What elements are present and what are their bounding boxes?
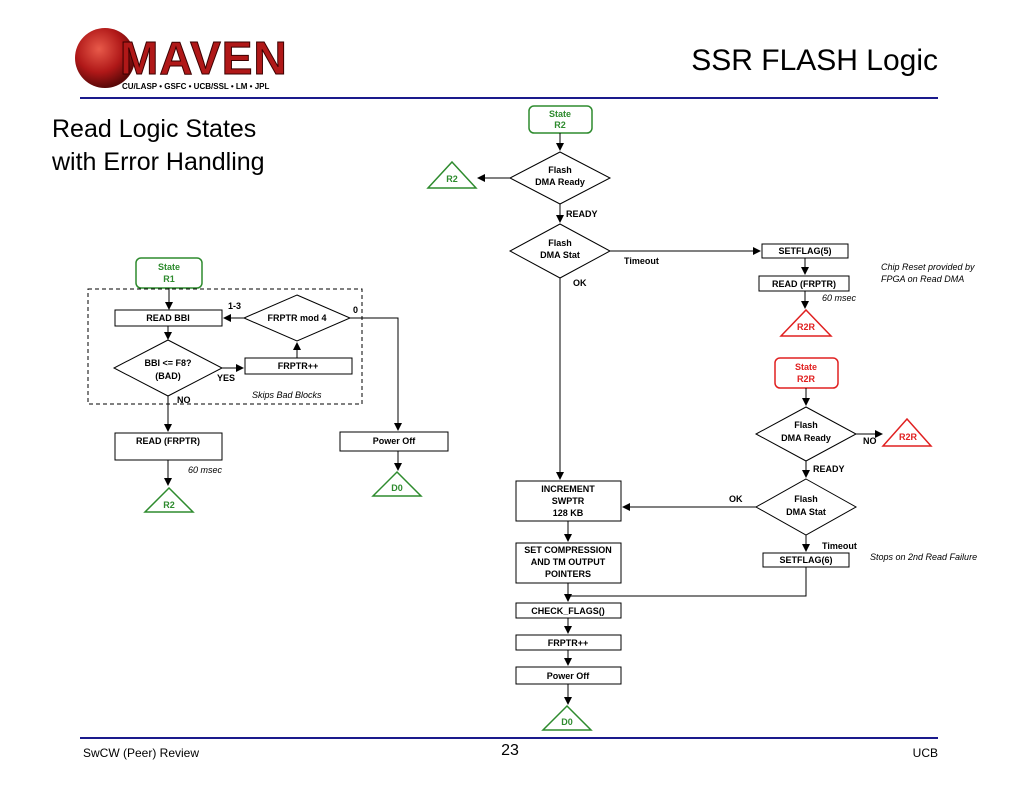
set-compression-box <box>515 542 622 584</box>
frptr-inc-box <box>244 357 353 375</box>
frptr-inc-label: FRPTR++ <box>278 361 319 371</box>
bbi-line2: (BAD) <box>155 371 181 381</box>
frptr-mod4-label: FRPTR mod 4 <box>267 313 326 323</box>
r2-terminal-right <box>426 160 478 189</box>
dma-stat2-line1: Flash <box>794 494 818 504</box>
setcomp-line3: POINTERS <box>545 569 591 579</box>
r2-terminal-right-label: R2 <box>446 174 458 184</box>
dma-stat-line1: Flash <box>548 238 572 248</box>
read-frptr-right-label: READ (FRPTR) <box>772 279 836 289</box>
setflag6-label: SETFLAG(6) <box>780 555 833 565</box>
dma-stat-line2: DMA Stat <box>540 250 580 260</box>
dma-ready2-line2: DMA Ready <box>781 433 831 443</box>
label-0: 0 <box>353 305 358 315</box>
delay-note-left: 60 msec <box>188 465 223 475</box>
chip-reset-note-line2: FPGA on Read DMA <box>881 274 964 284</box>
header-rule <box>80 97 938 99</box>
frptr-mod4-diamond <box>242 294 352 342</box>
power-off-box-left <box>339 431 449 452</box>
r2r-terminal-1-label: R2R <box>797 322 816 332</box>
state-r1-line2: R1 <box>163 274 175 284</box>
state-r2-line2: R2 <box>554 120 566 130</box>
footer-rule <box>80 737 938 739</box>
skips-bad-blocks-note: Skips Bad Blocks <box>252 390 322 400</box>
right-flowchart: State R2 Flash DMA Ready R2 READY Flash … <box>426 105 977 731</box>
bbi-check-diamond <box>112 339 224 397</box>
d0-terminal-right <box>541 704 593 731</box>
footer-left: SwCW (Peer) Review <box>83 746 199 760</box>
no2-label: NO <box>863 436 877 446</box>
increment-line1: INCREMENT <box>541 484 595 494</box>
label-1-3: 1-3 <box>228 301 241 311</box>
chip-reset-note-line1: Chip Reset provided by <box>881 262 975 272</box>
left-flowchart: State R1 READ BBI FRPTR mod 4 1-3 0 BBI … <box>87 257 449 513</box>
read-frptr-label: READ (FRPTR) <box>136 436 200 446</box>
read-bbi-label: READ BBI <box>146 313 190 323</box>
r2-terminal-triangle <box>143 486 195 513</box>
r2r-terminal-2-label: R2R <box>899 432 918 442</box>
check-flags-label: CHECK_FLAGS() <box>531 606 605 616</box>
timeout2-label: Timeout <box>822 541 857 551</box>
r2r-terminal-2 <box>881 417 933 447</box>
setcomp-line1: SET COMPRESSION <box>524 545 612 555</box>
dma-stat2-line2: DMA Stat <box>786 507 826 517</box>
page-title: SSR FLASH Logic <box>691 44 938 77</box>
power-off-label-left: Power Off <box>373 436 417 446</box>
d0-terminal-left <box>371 470 423 497</box>
r2-terminal-label: R2 <box>163 500 175 510</box>
ready2-label: READY <box>813 464 845 474</box>
ok-label: OK <box>573 278 587 288</box>
state-r2r-line2: R2R <box>797 374 816 384</box>
r2r-terminal-1 <box>779 308 833 337</box>
page-number: 23 <box>501 742 519 759</box>
increment-line3: 128 KB <box>553 508 584 518</box>
increment-line2: SWPTR <box>552 496 585 506</box>
state-r1-line1: State <box>158 262 180 272</box>
state-r2-line1: State <box>549 109 571 119</box>
bad-block-loop-group <box>87 288 363 405</box>
delay-note-right: 60 msec <box>822 293 857 303</box>
timeout-label: Timeout <box>624 256 659 266</box>
subtitle-line-2: with Error Handling <box>51 148 265 176</box>
dma-ready-line2: DMA Ready <box>535 177 585 187</box>
dma-ready2-line1: Flash <box>794 420 818 430</box>
logo-subtitle: CU/LASP • GSFC • UCB/SSL • LM • JPL <box>122 82 269 91</box>
maven-logo: MAVEN CU/LASP • GSFC • UCB/SSL • LM • JP… <box>75 28 288 91</box>
setcomp-line2: AND TM OUTPUT <box>531 557 606 567</box>
ok2-label: OK <box>729 494 743 504</box>
read-frptr-box-right <box>758 275 850 292</box>
state-r2r-line1: State <box>795 362 817 372</box>
stops-note: Stops on 2nd Read Failure <box>870 552 977 562</box>
increment-swptr-box <box>515 480 622 522</box>
d0-terminal-left-label: D0 <box>391 483 403 493</box>
yes-label: YES <box>217 373 235 383</box>
power-off-right-label: Power Off <box>547 671 591 681</box>
d0-terminal-right-label: D0 <box>561 717 573 727</box>
setflag5-label: SETFLAG(5) <box>779 246 832 256</box>
footer-right: UCB <box>913 746 938 760</box>
dma-ready-line1: Flash <box>548 165 572 175</box>
ready-label: READY <box>566 209 598 219</box>
planet-icon <box>75 28 135 88</box>
subtitle-line-1: Read Logic States <box>52 115 256 143</box>
logo-wordmark: MAVEN <box>120 32 288 84</box>
bbi-line1: BBI <= F8? <box>144 358 191 368</box>
frptr-inc-right-label: FRPTR++ <box>548 638 589 648</box>
no-label: NO <box>177 395 191 405</box>
